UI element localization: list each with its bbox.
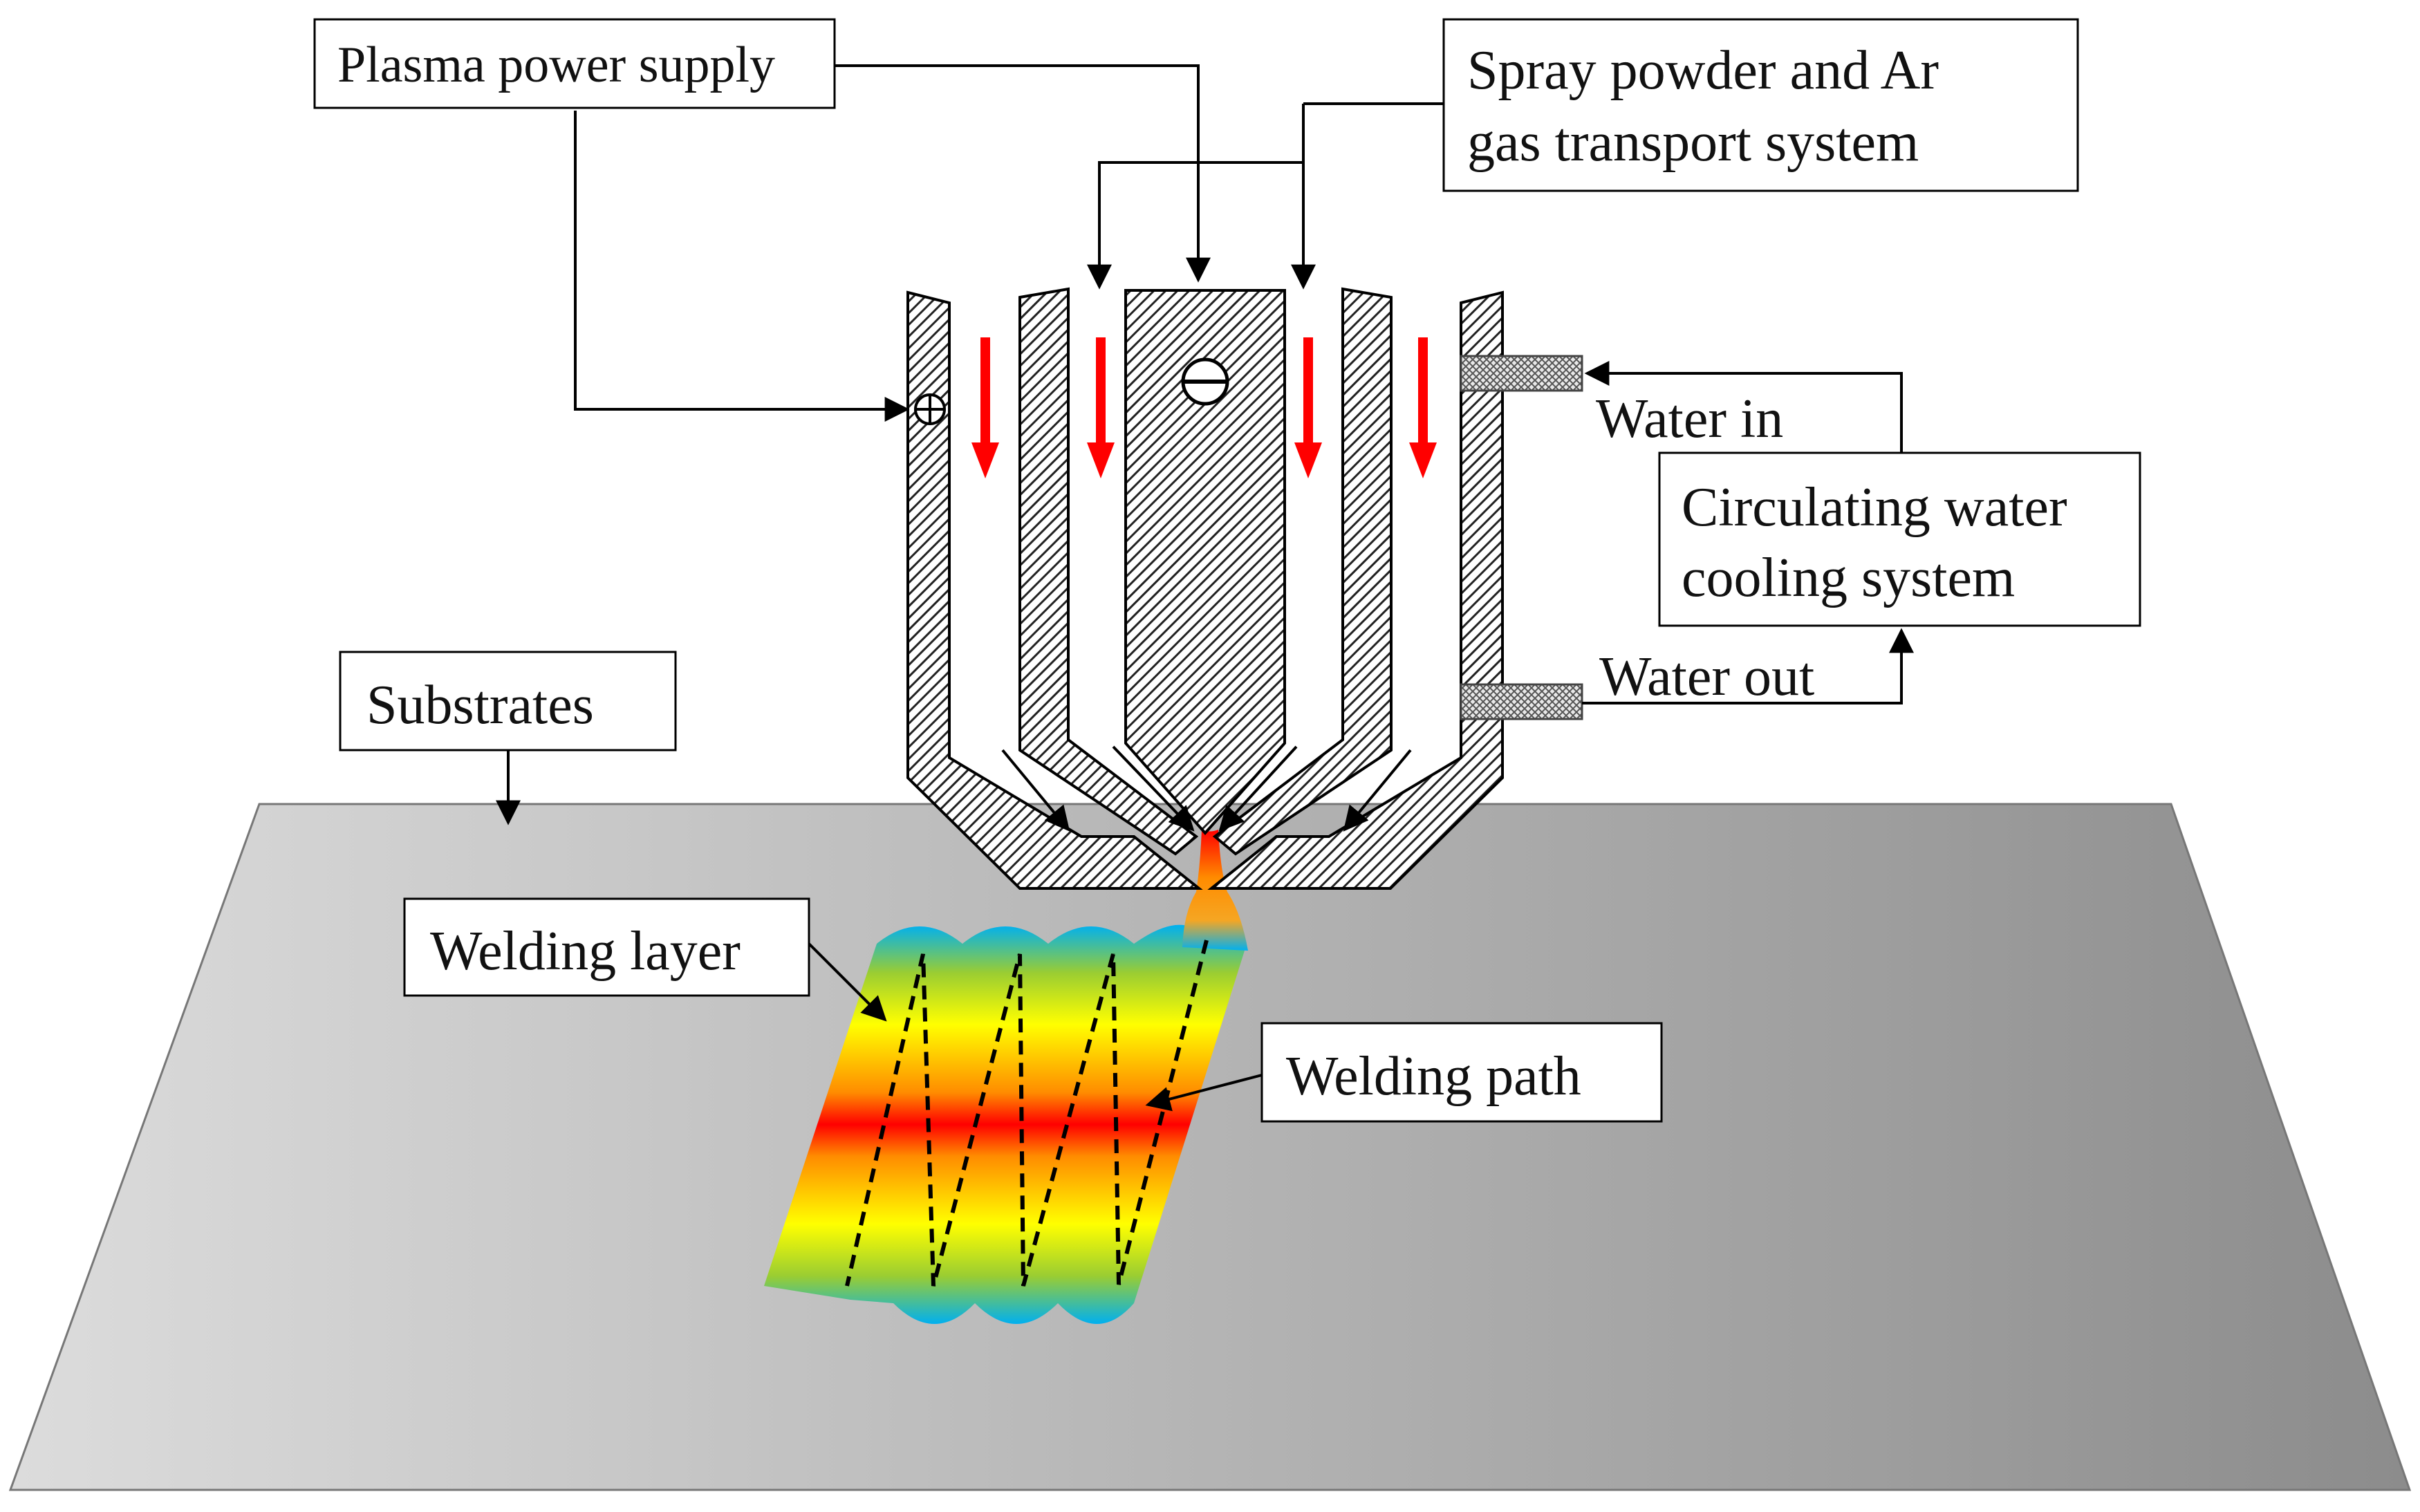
spray-powder-bus-line (1099, 104, 1305, 164)
inner-nozzle-right (1212, 287, 1393, 856)
welding-layer-bead (764, 830, 1248, 1324)
welding-path-pointer-line (1145, 1074, 1263, 1112)
label-boxes (313, 18, 2141, 1123)
plasma-jet (1182, 830, 1248, 951)
spray-powder-label-line2: gas transport system (1467, 112, 1919, 173)
water-out-label: Water out (1599, 646, 1814, 707)
plasma-to-anode-line (574, 111, 910, 422)
connector-lines (496, 64, 1914, 1112)
plasma-power-supply-box (313, 18, 836, 109)
water-outlet-fitting (1460, 683, 1583, 720)
cooling-label-line1: Circulating water (1682, 477, 2067, 538)
inner-nozzle-left (1018, 287, 1199, 856)
gas-flow-arrowhead (1087, 442, 1115, 478)
cooling-label-line2: cooling system (1682, 548, 2015, 608)
substrates-box (339, 651, 677, 752)
channel-flow-arrows (1001, 745, 1412, 832)
cathode-minus-icon (1181, 357, 1229, 406)
plasma-to-cathode-line (835, 64, 1211, 283)
substrates-label: Substrates (366, 675, 594, 736)
welding-path-line (845, 940, 1209, 1287)
gas-flow-arrowhead (1294, 442, 1322, 478)
outer-nozzle-left (906, 290, 1203, 890)
water-inlet-fitting (1460, 355, 1583, 392)
cooling-to-water-in-line (1584, 361, 1903, 453)
welding-layer-label: Welding layer (430, 921, 741, 982)
cathode-electrode (1124, 289, 1286, 836)
gas-flow-arrows (971, 337, 1437, 478)
cooling-system-box (1658, 451, 2141, 627)
gas-flow-arrowhead (971, 442, 999, 478)
spray-powder-label-line1: Spray powder and Ar (1467, 40, 1939, 101)
spray-powder-box (1442, 18, 2079, 192)
spray-to-right-channel-line (1303, 102, 1444, 287)
gas-flow-arrowhead (1409, 442, 1437, 478)
plasma-power-supply-label: Plasma power supply (337, 37, 775, 93)
water-out-to-cooling-line (1582, 628, 1914, 704)
plasma-torch (906, 287, 1583, 890)
welding-path-label: Welding path (1286, 1046, 1581, 1107)
welding-layer-box (403, 897, 810, 997)
anode-plus-icon (914, 393, 946, 425)
welding-layer-pointer-line (808, 942, 887, 1022)
water-in-label: Water in (1596, 389, 1783, 449)
outer-nozzle-right (1207, 290, 1504, 890)
welding-path-box (1260, 1022, 1663, 1123)
